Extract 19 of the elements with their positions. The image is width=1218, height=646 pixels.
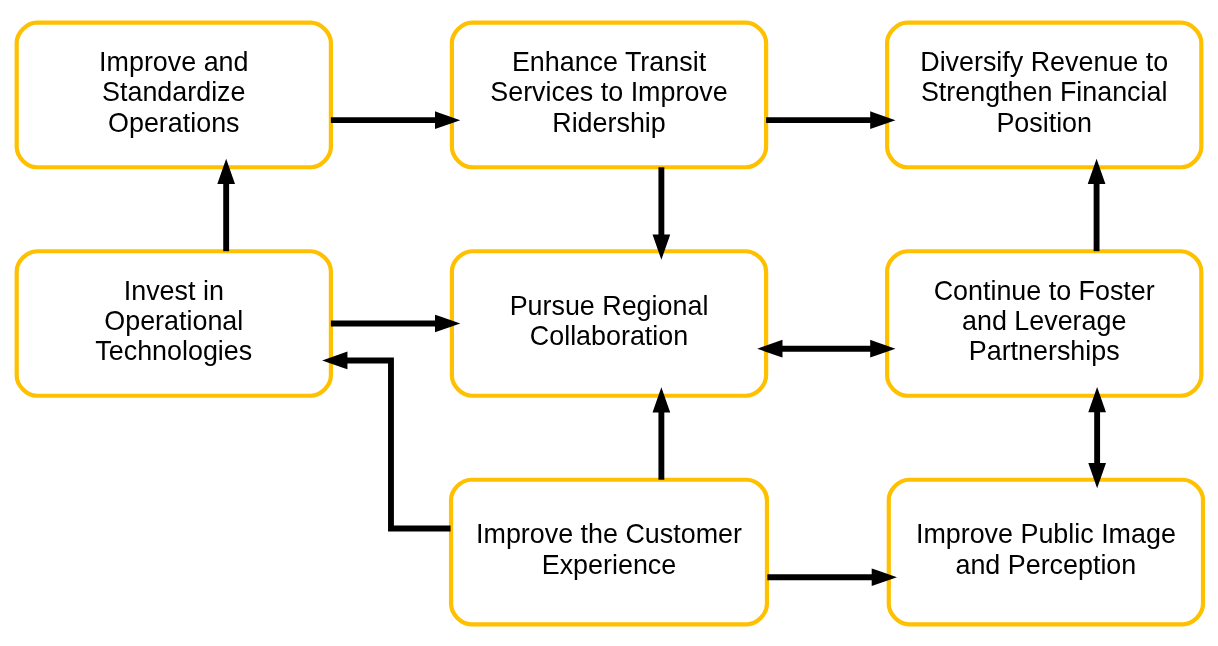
arrow [330, 110, 461, 129]
arrow [217, 158, 236, 251]
node-box: Improve Public Image and Perception [886, 477, 1206, 626]
node-box: Invest in Operational Technologies [14, 248, 333, 398]
node-box: Pursue Regional Collaboration [449, 248, 769, 398]
arrow [322, 351, 451, 531]
node-box: Diversify Revenue to Strengthen Financial Position [885, 20, 1204, 169]
node-box: Improve the Customer Experience [448, 477, 770, 626]
arrow [652, 166, 671, 260]
arrow [1087, 158, 1106, 251]
arrow [330, 314, 461, 332]
arrow [652, 386, 671, 480]
node-box: Improve and Standardize Operations [14, 20, 333, 169]
arrow [766, 110, 896, 129]
node-box: Continue to Foster and Leverage Partnerships [885, 248, 1204, 398]
arrow [767, 567, 897, 586]
arrow [757, 339, 896, 358]
node-box: Enhance Transit Services to Improve Ridership [449, 20, 769, 169]
arrow [1088, 386, 1106, 488]
